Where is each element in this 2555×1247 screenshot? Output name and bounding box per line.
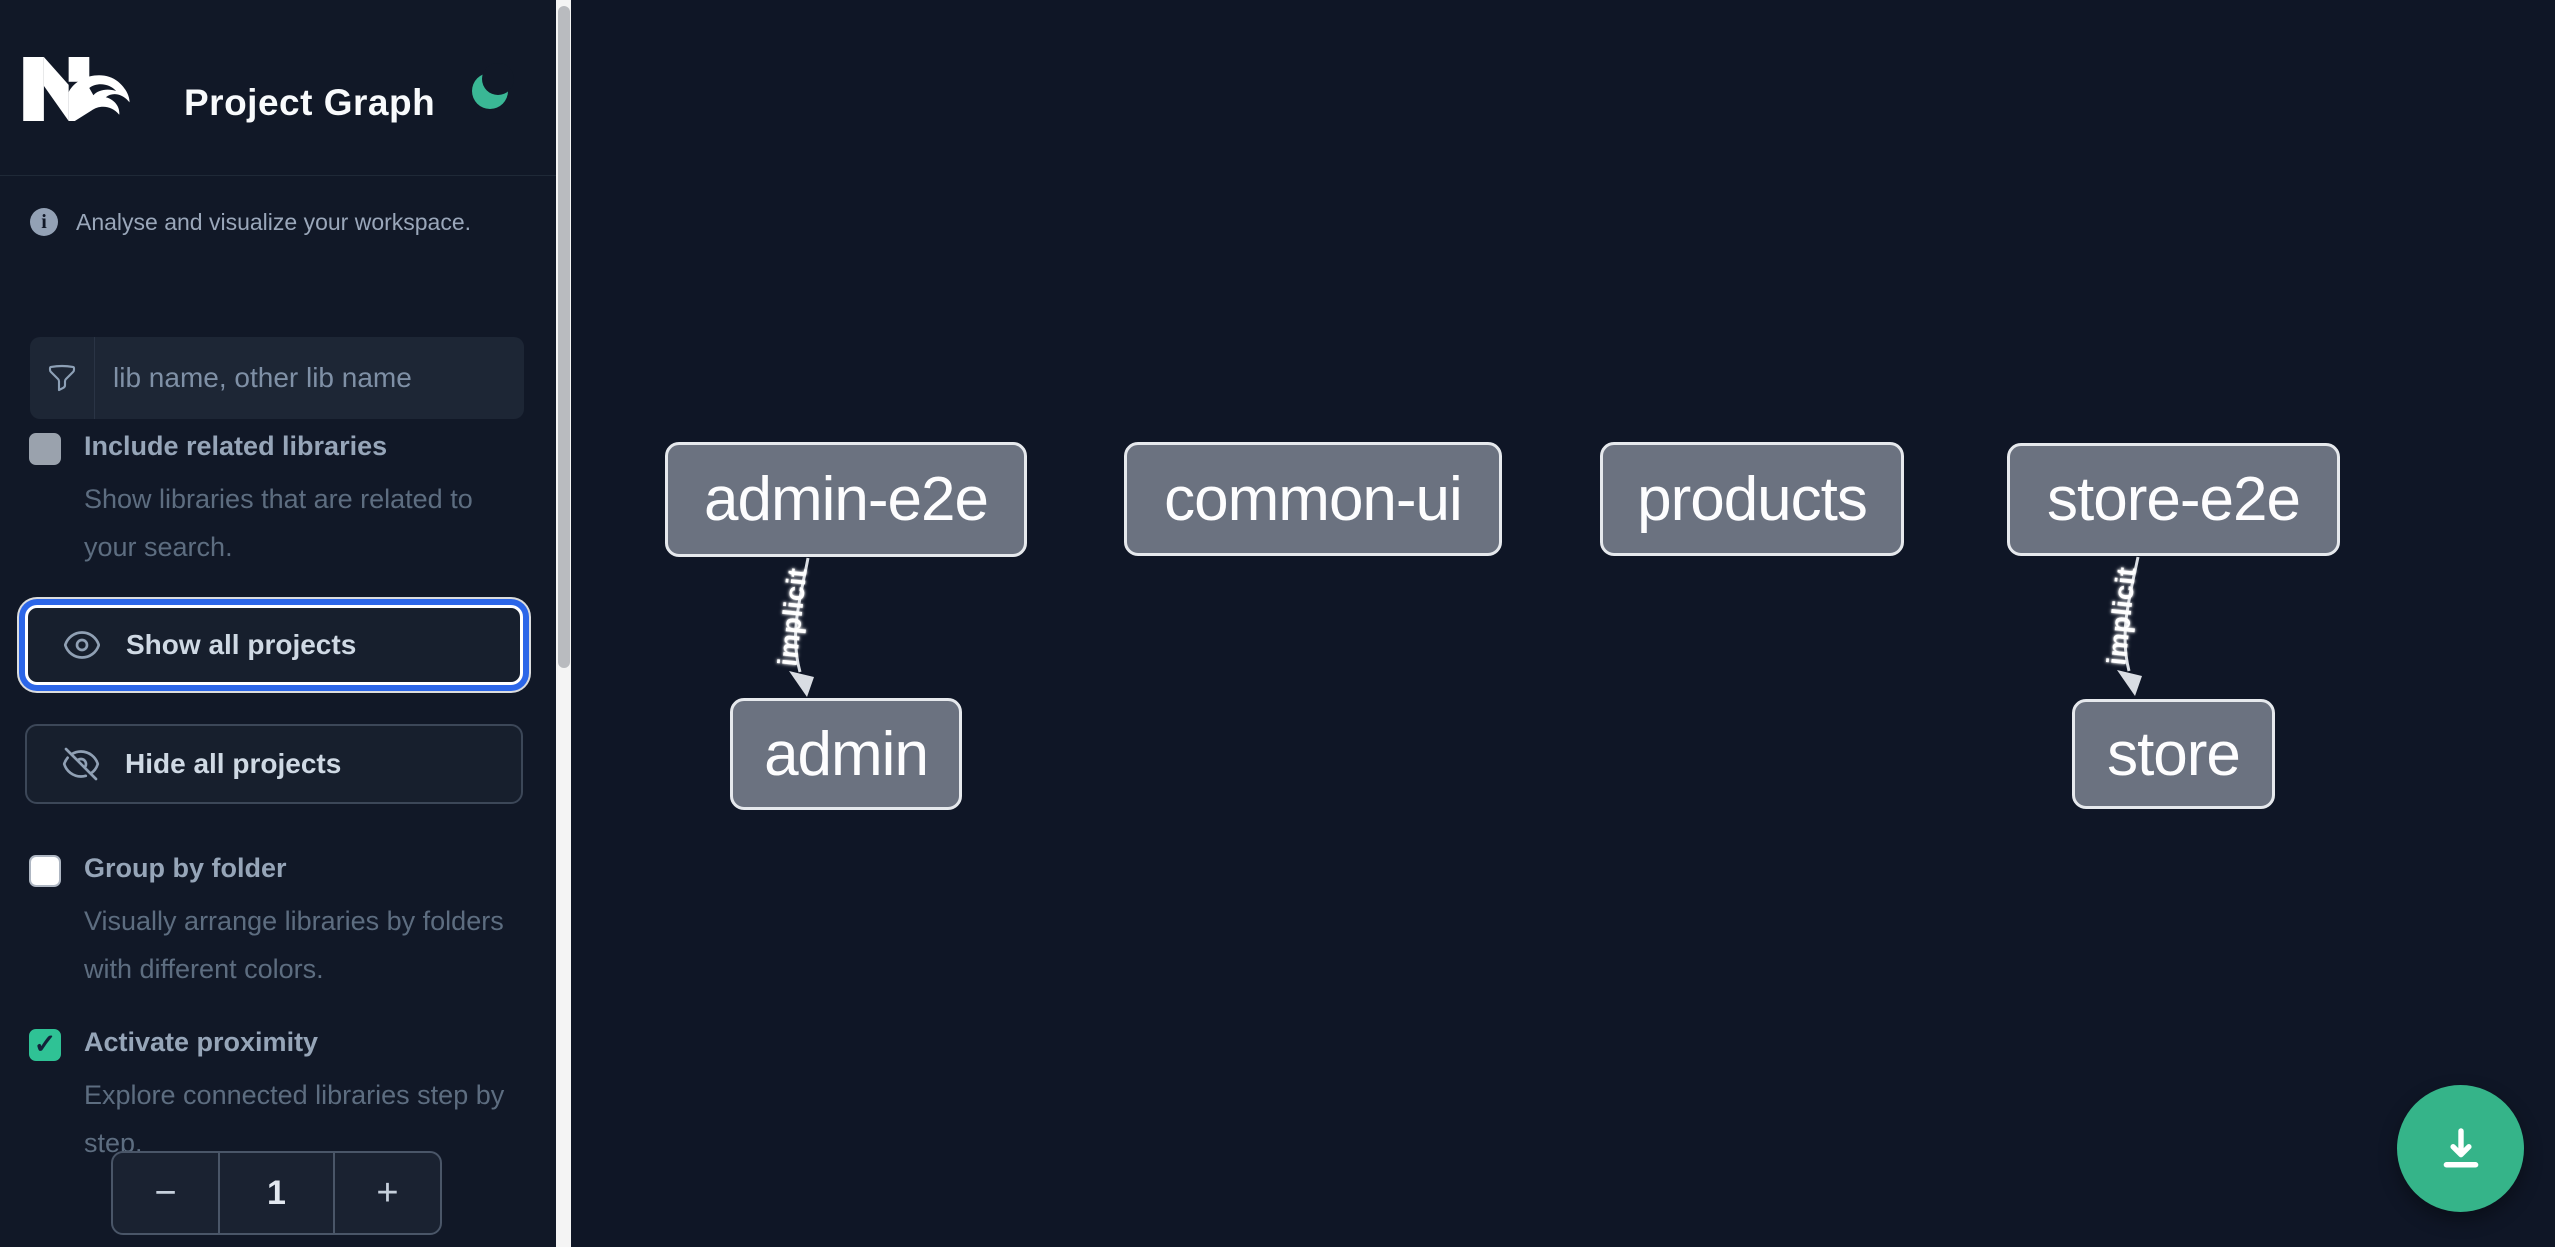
eye-icon	[63, 631, 101, 659]
group-by-folder-checkbox[interactable]	[29, 855, 61, 887]
workspace-info: i Analyse and visualize your workspace.	[30, 208, 471, 236]
edge-store-e2e-to-store	[2117, 556, 2142, 696]
graph-node-common-ui[interactable]: common-ui	[1124, 442, 1502, 556]
page-title: Project Graph	[184, 82, 436, 123]
include-related-label: Include related libraries	[84, 431, 388, 461]
info-text: Analyse and visualize your workspace.	[76, 208, 472, 235]
proximity-value: 1	[218, 1153, 335, 1233]
proximity-stepper: − 1 +	[111, 1151, 442, 1235]
sidebar-header: Project Graph	[0, 0, 556, 176]
hide-all-projects-label: Hide all projects	[125, 748, 342, 779]
sidebar: Project Graph i Analyse and visualize yo…	[0, 0, 556, 1247]
search-input[interactable]	[95, 337, 524, 419]
hide-all-projects-button[interactable]: Hide all projects	[25, 724, 523, 804]
group-by-folder-description: Visually arrange libraries by folders wi…	[84, 906, 504, 984]
activate-proximity-checkbox[interactable]	[29, 1029, 61, 1061]
funnel-icon	[30, 337, 95, 419]
sidebar-scrollbar-track	[556, 0, 571, 1247]
nx-logo-icon	[23, 57, 130, 121]
group-by-folder-label: Group by folder	[84, 853, 287, 883]
graph-node-products[interactable]: products	[1600, 442, 1904, 556]
download-icon	[2443, 1127, 2478, 1167]
edge-admin-e2e-to-admin	[789, 557, 814, 697]
eye-slash-icon	[62, 747, 100, 781]
info-icon: i	[30, 208, 58, 236]
graph-node-store[interactable]: store	[2072, 699, 2275, 809]
include-related-description: Show libraries that are related to your …	[84, 484, 473, 562]
proximity-decrement-button[interactable]: −	[113, 1153, 218, 1233]
filter-search	[30, 337, 524, 419]
activate-proximity-label: Activate proximity	[84, 1027, 319, 1057]
graph-node-admin-e2e[interactable]: admin-e2e	[665, 442, 1027, 557]
show-all-projects-label: Show all projects	[126, 629, 357, 660]
proximity-increment-button[interactable]: +	[335, 1153, 440, 1233]
graph-node-store-e2e[interactable]: store-e2e	[2007, 443, 2340, 556]
graph-canvas[interactable]: admin-e2e common-ui products store-e2e a…	[571, 0, 2555, 1247]
download-image-button[interactable]	[2397, 1085, 2524, 1212]
sidebar-scrollbar-thumb[interactable]	[557, 6, 570, 668]
graph-node-admin[interactable]: admin	[730, 698, 962, 810]
moon-icon[interactable]	[472, 63, 514, 109]
include-related-checkbox[interactable]	[29, 433, 61, 465]
activate-proximity-description: Explore connected libraries step by step…	[84, 1080, 505, 1158]
show-all-projects-button[interactable]: Show all projects	[25, 605, 523, 685]
graph-edges	[789, 556, 2142, 697]
